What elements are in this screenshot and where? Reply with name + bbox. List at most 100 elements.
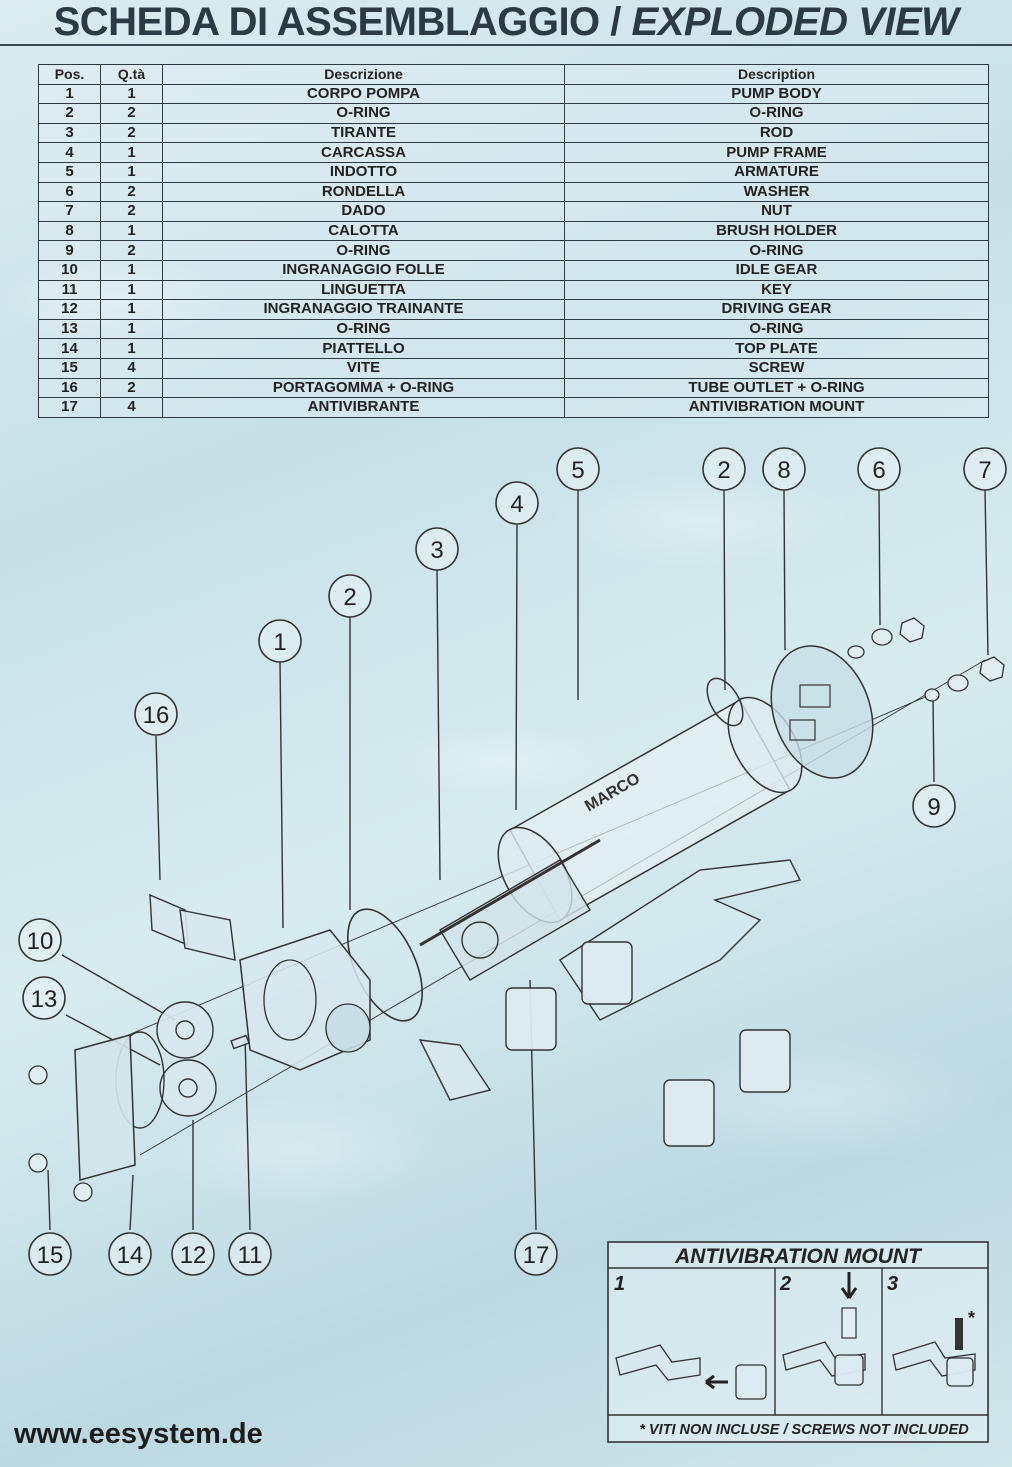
leader-line — [244, 1034, 251, 1231]
cell-pos: 4 — [38, 142, 101, 163]
cell-pos: 16 — [38, 377, 101, 399]
cell-description: PUMP FRAME — [564, 142, 989, 163]
cell-descrizione: PIATTELLO — [162, 338, 565, 359]
step-3-label: 3 — [887, 1273, 898, 1295]
cell-qty: 2 — [100, 181, 163, 203]
callout-13: 13 — [22, 976, 66, 1020]
cell-description: NUT — [564, 201, 989, 222]
antivibration-box: ANTIVIBRATION MOUNT 1 2 3 * VITI NON INC… — [607, 1241, 989, 1443]
svg-text:7: 7 — [978, 457, 991, 484]
col-header-description: Description — [564, 64, 989, 85]
cell-descrizione: O-RING — [162, 103, 565, 124]
cell-description: ROD — [564, 122, 989, 144]
table-header-row: Pos. Q.tà Descrizione Description — [38, 64, 989, 85]
cell-descrizione: PORTAGOMMA + O-RING — [162, 377, 565, 399]
callout-10: 10 — [18, 918, 62, 962]
svg-text:17: 17 — [523, 1242, 550, 1269]
step-2-screw — [841, 1307, 857, 1339]
cell-descrizione: DADO — [162, 201, 565, 222]
website-link[interactable]: www.eesystem.de — [14, 1418, 263, 1450]
tube-outlet-front — [418, 1039, 492, 1101]
cell-qty: 1 — [100, 299, 163, 320]
cell-descrizione: O-RING — [162, 240, 565, 261]
brush-holder — [770, 645, 874, 779]
leader-line — [515, 524, 518, 811]
cell-description: TOP PLATE — [564, 338, 989, 359]
cell-pos: 9 — [38, 240, 101, 261]
cell-pos: 6 — [38, 181, 101, 203]
antivibration-mount — [581, 941, 633, 1005]
cell-qty: 1 — [100, 142, 163, 163]
cell-pos: 11 — [38, 279, 101, 301]
cell-descrizione: CORPO POMPA — [162, 83, 565, 105]
cell-descrizione: ANTIVIBRANTE — [162, 397, 565, 418]
svg-text:12: 12 — [180, 1242, 207, 1269]
cell-description: ANTIVIBRATION MOUNT — [564, 397, 989, 418]
cell-descrizione: LINGUETTA — [162, 279, 565, 301]
callout-2: 2 — [328, 574, 372, 618]
callout-6: 6 — [857, 447, 901, 491]
step-3-mount — [946, 1357, 974, 1387]
leader-line — [47, 1169, 51, 1231]
washer — [871, 628, 893, 646]
cell-description: O-RING — [564, 240, 989, 261]
step-1-label: 1 — [614, 1273, 625, 1295]
cell-description: O-RING — [564, 103, 989, 124]
cell-pos: 10 — [38, 259, 101, 281]
cell-pos: 12 — [38, 299, 101, 320]
pump-body — [239, 929, 371, 1071]
screw — [73, 1182, 93, 1202]
svg-text:1: 1 — [273, 629, 286, 656]
cell-descrizione: INGRANAGGIO TRAINANTE — [162, 299, 565, 320]
svg-text:6: 6 — [872, 457, 885, 484]
step-1-bracket — [615, 1344, 701, 1381]
cell-qty: 1 — [100, 279, 163, 301]
cell-qty: 4 — [100, 357, 163, 379]
cell-qty: 1 — [100, 83, 163, 105]
cell-description: O-RING — [564, 318, 989, 340]
callout-12: 12 — [171, 1232, 215, 1276]
svg-text:5: 5 — [571, 457, 584, 484]
tube-outlet-fitting — [179, 909, 236, 961]
col-header-qty: Q.tà — [100, 64, 163, 85]
svg-text:9: 9 — [927, 794, 940, 821]
svg-text:4: 4 — [510, 491, 523, 518]
svg-text:13: 13 — [31, 986, 58, 1013]
cell-descrizione: CALOTTA — [162, 220, 565, 242]
cell-qty: 4 — [100, 397, 163, 418]
leader-line — [878, 489, 881, 626]
callout-11: 11 — [228, 1232, 272, 1276]
svg-text:11: 11 — [238, 1242, 263, 1269]
leader-line — [984, 489, 989, 656]
cell-qty: 1 — [100, 161, 163, 183]
nut — [979, 656, 1005, 682]
leader-line — [129, 1174, 134, 1231]
step-1-mount — [735, 1364, 767, 1400]
title-rule — [0, 44, 1012, 46]
callout-5: 5 — [556, 447, 600, 491]
callout-8: 8 — [762, 447, 806, 491]
callout-15: 15 — [28, 1232, 72, 1276]
callout-7: 7 — [963, 447, 1007, 491]
svg-text:2: 2 — [343, 584, 356, 611]
cell-descrizione: VITE — [162, 357, 565, 379]
svg-text:3: 3 — [430, 537, 443, 564]
arrow-left-icon — [705, 1374, 728, 1390]
leader-line — [155, 735, 161, 881]
cell-qty: 2 — [100, 377, 163, 399]
o-ring-9 — [924, 688, 940, 702]
cell-qty: 2 — [100, 122, 163, 144]
cell-pos: 8 — [38, 220, 101, 242]
cell-descrizione: INDOTTO — [162, 161, 565, 183]
page-title: SCHEDA DI ASSEMBLAGGIO / EXPLODED VIEW — [0, 0, 1012, 44]
step-2-mount — [834, 1354, 864, 1386]
